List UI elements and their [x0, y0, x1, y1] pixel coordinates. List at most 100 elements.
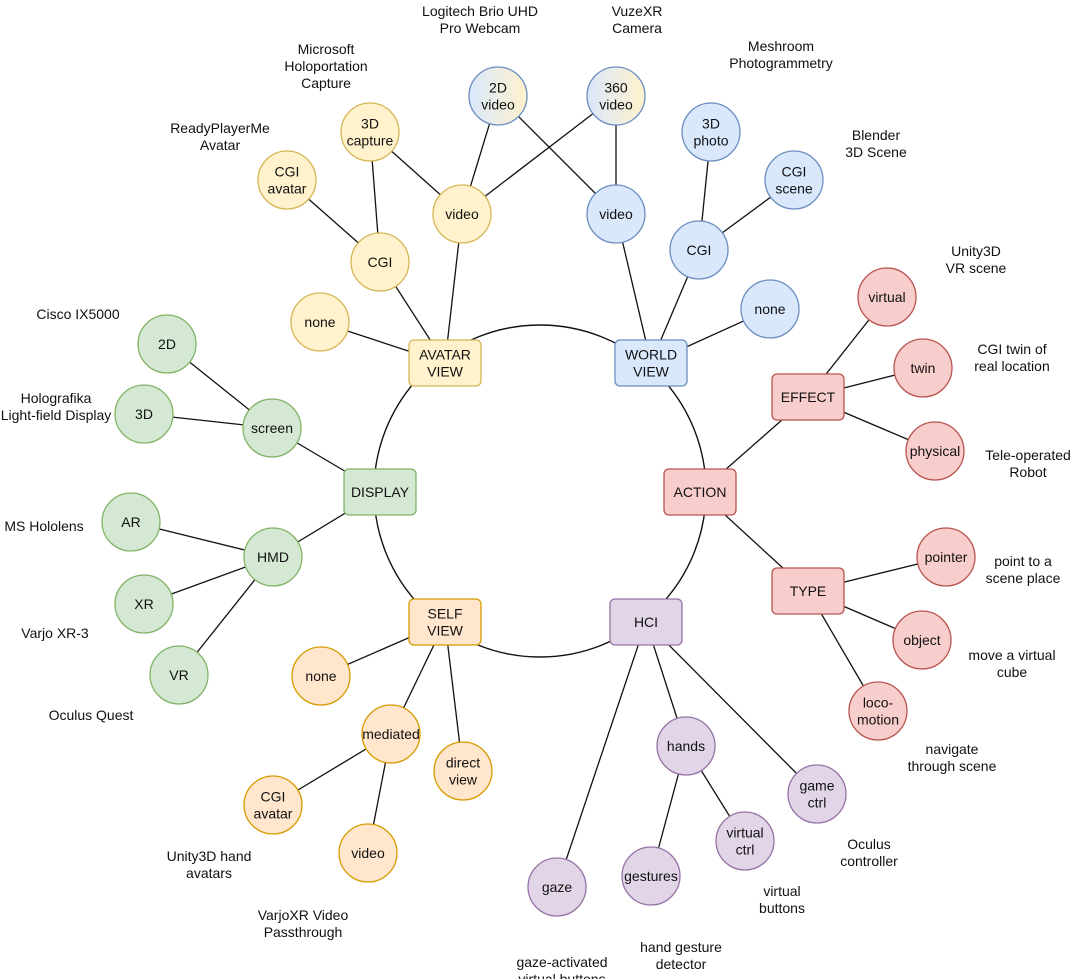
node-wv-video: video [586, 184, 646, 244]
node-label: game [799, 778, 834, 794]
category-label: WORLD [625, 347, 677, 363]
annotation-text: ReadyPlayerMe [170, 120, 270, 136]
node-circle [243, 527, 303, 587]
node-d-hmd: HMD [243, 527, 303, 587]
node-circle [291, 646, 351, 706]
category-box-action: ACTION [663, 468, 737, 516]
annotation-text: Logitech Brio UHD [422, 3, 538, 19]
node-circle [681, 102, 741, 162]
annotation-text: Unity3D [951, 243, 1001, 259]
node-label: avatar [268, 181, 307, 197]
node-circle [857, 267, 917, 327]
annotation-text: Holoportation [284, 58, 367, 74]
node-d-vr: VR [149, 645, 209, 705]
category-box-shape [663, 468, 737, 516]
node-d-3d: 3D [114, 384, 174, 444]
category-box-hci: HCI [609, 598, 683, 646]
node-label: ctrl [736, 842, 755, 858]
annotation-text: Pro Webcam [440, 20, 521, 36]
node-label: motion [857, 712, 899, 728]
annotation-text: gaze-activated [516, 954, 607, 970]
node-circle [338, 823, 398, 883]
annotation-text: Microsoft [298, 41, 355, 57]
node-label: 3D [135, 406, 153, 422]
node-label: video [481, 97, 515, 113]
category-box-display: DISPLAY [343, 468, 417, 516]
node-label: video [599, 206, 633, 222]
category-box-effect: EFFECT [771, 373, 845, 421]
annotation-text: Meshroom [748, 38, 814, 54]
node-circle [340, 102, 400, 162]
node-label: XR [134, 596, 153, 612]
node-a-object: object [892, 610, 952, 670]
node-circle [621, 846, 681, 906]
annotation-text: Avatar [200, 137, 241, 153]
annotation-text: VarjoXR Video [258, 907, 349, 923]
annotation-text: VR scene [946, 260, 1007, 276]
annotation-text: VuzeXR [612, 3, 663, 19]
category-box-type: TYPE [771, 567, 845, 615]
node-a-virtual: virtual [857, 267, 917, 327]
node-label: loco- [863, 695, 894, 711]
annotation-text: Camera [612, 20, 662, 36]
annotation-text: controller [840, 853, 898, 869]
node-label: 3D [702, 116, 720, 132]
node-circle [527, 857, 587, 917]
node-label: virtual [868, 289, 905, 305]
annotation-text: Unity3D hand [167, 848, 252, 864]
category-label: HCI [634, 614, 658, 630]
node-circle [432, 184, 492, 244]
node-av-video: video [432, 184, 492, 244]
annotation-text: Oculus Quest [49, 707, 134, 723]
node-label: avatar [254, 806, 293, 822]
node-label: mediated [362, 726, 420, 742]
node-label: ctrl [808, 795, 827, 811]
node-label: view [449, 772, 478, 788]
node-circle [350, 232, 410, 292]
node-circle [433, 741, 493, 801]
category-box-shape [408, 598, 482, 646]
annotation-text: move a virtual [968, 647, 1055, 663]
node-circle [848, 681, 908, 741]
annotation-text: MS Hololens [4, 518, 83, 534]
node-circle [586, 184, 646, 244]
annotation-cisco: Cisco IX5000 [36, 306, 119, 322]
annotation-text: Holografika [21, 390, 92, 406]
node-label: video [351, 845, 385, 861]
annotation-text: Passthrough [264, 924, 343, 940]
category-box-shape [609, 598, 683, 646]
node-circle [787, 764, 847, 824]
node-a-locomotion: loco-motion [848, 681, 908, 741]
node-circle [114, 384, 174, 444]
node-circle [669, 220, 729, 280]
category-box-shape [343, 468, 417, 516]
node-circle [257, 150, 317, 210]
annotation-oculus-quest: Oculus Quest [49, 707, 134, 723]
node-circle [893, 338, 953, 398]
node-label: 360 [604, 80, 628, 96]
category-label: TYPE [790, 583, 827, 599]
annotation-text: Cisco IX5000 [36, 306, 119, 322]
node-label: video [599, 97, 633, 113]
annotation-text: scene place [986, 570, 1061, 586]
node-label: 2D [158, 336, 176, 352]
node-circle [149, 645, 209, 705]
node-circle [905, 421, 965, 481]
node-label: 2D [489, 80, 507, 96]
category-box-shape [408, 339, 482, 387]
node-label: none [305, 668, 336, 684]
annotation-text: Photogrammetry [729, 55, 832, 71]
